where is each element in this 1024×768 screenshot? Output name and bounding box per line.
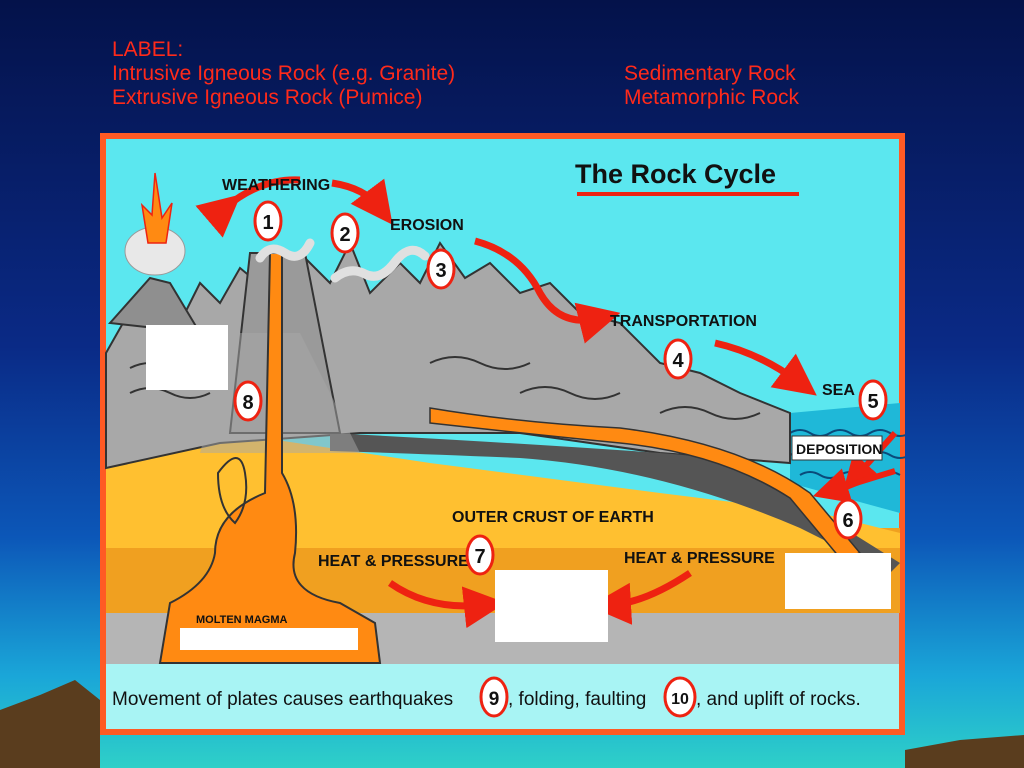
right-hill: [905, 735, 1024, 768]
heat-pressure-left-label: HEAT & PRESSURE: [318, 553, 469, 570]
label-row-2: Extrusive Igneous Rock (Pumice) Metamorp…: [112, 86, 912, 110]
rock-cycle-diagram: The Rock Cycle WEATHERING EROSION TRANSP…: [105, 139, 905, 729]
step-5-marker: 5: [858, 379, 888, 421]
step-1-marker: 1: [253, 200, 283, 242]
left-hill: [0, 680, 100, 768]
blank-label-box-2[interactable]: [495, 570, 608, 642]
label-row-1: Intrusive Igneous Rock (e.g. Granite) Se…: [112, 62, 912, 86]
sediment-band: [330, 433, 900, 573]
label-title-row: LABEL:: [112, 38, 912, 62]
label-metamorphic: Metamorphic Rock: [624, 86, 800, 109]
step-6-number: 6: [842, 510, 853, 532]
slide-header: LABEL: Intrusive Igneous Rock (e.g. Gran…: [112, 38, 912, 110]
deposition-label-box: [791, 435, 883, 461]
title-underline: [577, 192, 799, 196]
erosion-arrow: [474, 237, 621, 344]
volcano-eruption: [140, 172, 173, 244]
weathering-arrow-left: [195, 176, 301, 238]
blank-label-box-4[interactable]: [180, 628, 358, 650]
caption-part-b: , folding, faulting: [508, 689, 646, 710]
step-1-number: 1: [262, 212, 273, 234]
step-8-marker: 8: [233, 380, 263, 422]
upper-crust-layer: [106, 433, 900, 548]
step-6-marker: 6: [833, 498, 863, 540]
step-9-number: 9: [489, 689, 500, 710]
step-8-number: 8: [242, 392, 253, 414]
molten-magma-label: MOLTEN MAGMA: [196, 614, 288, 626]
label-intrusive-igneous: Intrusive Igneous Rock (e.g. Granite): [112, 62, 456, 85]
blank-label-box-3[interactable]: [785, 553, 891, 609]
step-10-number: 10: [671, 691, 689, 708]
transportation-label: TRANSPORTATION: [610, 313, 757, 330]
step-4-number: 4: [672, 350, 684, 372]
weathering-arrow-right: [331, 178, 393, 225]
weathering-label: WEATHERING: [222, 177, 330, 194]
heat-pressure-right-label: HEAT & PRESSURE: [624, 550, 775, 567]
label-sedimentary: Sedimentary Rock: [624, 62, 796, 85]
caption-part-a: Movement of plates causes earthquakes: [112, 689, 453, 710]
deposition-label: DEPOSITION: [796, 441, 882, 457]
blank-label-box-1[interactable]: [146, 325, 228, 390]
deposition-arrow-2: [812, 468, 896, 503]
step-10-marker: 10: [663, 676, 697, 718]
magma-blob: [216, 457, 248, 525]
diagram-title: The Rock Cycle: [575, 159, 776, 189]
smoke-plumes: [255, 238, 430, 283]
erosion-label: EROSION: [390, 217, 464, 234]
rock-cycle-diagram-frame: The Rock Cycle WEATHERING EROSION TRANSP…: [100, 133, 905, 735]
step-3-number: 3: [435, 260, 446, 282]
step-7-marker: 7: [465, 534, 495, 576]
label-title: LABEL:: [112, 38, 184, 61]
heat-pressure-arrow-left: [387, 580, 506, 629]
transportation-arrow: [714, 339, 817, 396]
caption-part-c: , and uplift of rocks.: [696, 689, 861, 710]
slide-landscape: [0, 680, 1024, 768]
heat-pressure-arrow-right: [589, 570, 692, 625]
step-9-marker: 9: [479, 676, 509, 718]
label-extrusive-igneous: Extrusive Igneous Rock (Pumice): [112, 86, 423, 109]
magma-chamber: [158, 252, 382, 664]
step-5-number: 5: [867, 391, 878, 413]
step-2-number: 2: [339, 224, 350, 246]
sea-label: SEA: [822, 382, 855, 399]
step-4-marker: 4: [663, 338, 693, 380]
step-7-number: 7: [474, 546, 485, 568]
step-2-marker: 2: [330, 212, 360, 254]
step-3-marker: 3: [426, 248, 456, 290]
outer-crust-label: OUTER CRUST OF EARTH: [452, 509, 654, 526]
